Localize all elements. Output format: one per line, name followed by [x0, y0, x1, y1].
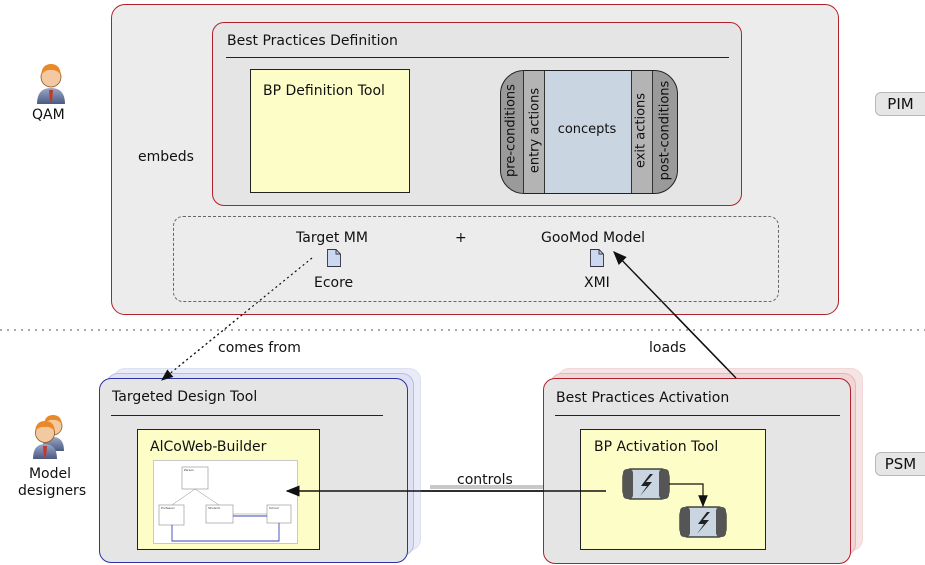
bp-activation-tool-label: BP Activation Tool	[594, 439, 719, 455]
plus-sign: +	[455, 230, 467, 246]
mini-person-label: Person	[184, 468, 195, 472]
mini-class-diagram	[158, 466, 292, 542]
targeted-design-tool-title: Targeted Design Tool	[112, 389, 258, 405]
qam-person-icon	[37, 64, 65, 104]
pim-tag: PIM	[875, 92, 925, 116]
bp-definition-title-rule	[226, 57, 729, 58]
embeds-label: embeds	[138, 149, 194, 165]
controls-label: controls	[457, 472, 513, 488]
alcoweb-canvas[interactable]: Person Professor Student School	[153, 460, 298, 544]
xmi-file-icon[interactable]	[590, 249, 604, 267]
loads-label: loads	[649, 340, 687, 356]
model-designers-label-line2: designers	[18, 483, 87, 499]
xmi-label: XMI	[584, 275, 610, 291]
pre-conditions-label: pre-conditions	[503, 84, 519, 177]
concepts-label: concepts	[557, 122, 617, 137]
goomod-state-structure	[500, 70, 678, 194]
targeted-tool-title-rule	[111, 415, 383, 416]
artifacts-box	[173, 216, 779, 302]
target-mm-label: Target MM	[296, 230, 368, 246]
model-designers-label-line1: Model	[28, 466, 72, 482]
goomod-model-label: GooMod Model	[541, 230, 645, 246]
bp-activation-title-rule	[555, 415, 840, 416]
post-conditions-label: post-conditions	[657, 80, 673, 181]
model-designers-icon	[33, 415, 64, 459]
entry-actions-label: entry actions	[527, 87, 543, 174]
exit-actions-label: exit actions	[633, 92, 649, 169]
ecore-file-icon[interactable]	[327, 249, 341, 267]
psm-tag: PSM	[875, 452, 925, 476]
mini-school-label: School	[269, 506, 279, 510]
bp-definition-title: Best Practices Definition	[227, 33, 398, 49]
alcoweb-builder-label: AlCoWeb-Builder	[150, 439, 267, 455]
bp-definition-tool-label: BP Definition Tool	[263, 83, 385, 99]
ecore-label: Ecore	[314, 275, 354, 291]
qam-label: QAM	[32, 107, 65, 123]
bp-activation-title: Best Practices Activation	[556, 390, 730, 406]
comes-from-label: comes from	[218, 340, 301, 356]
mini-professor-label: Professor	[161, 506, 175, 510]
bp-definition-tool-box[interactable]	[250, 69, 410, 193]
mini-student-label: Student	[208, 506, 220, 510]
